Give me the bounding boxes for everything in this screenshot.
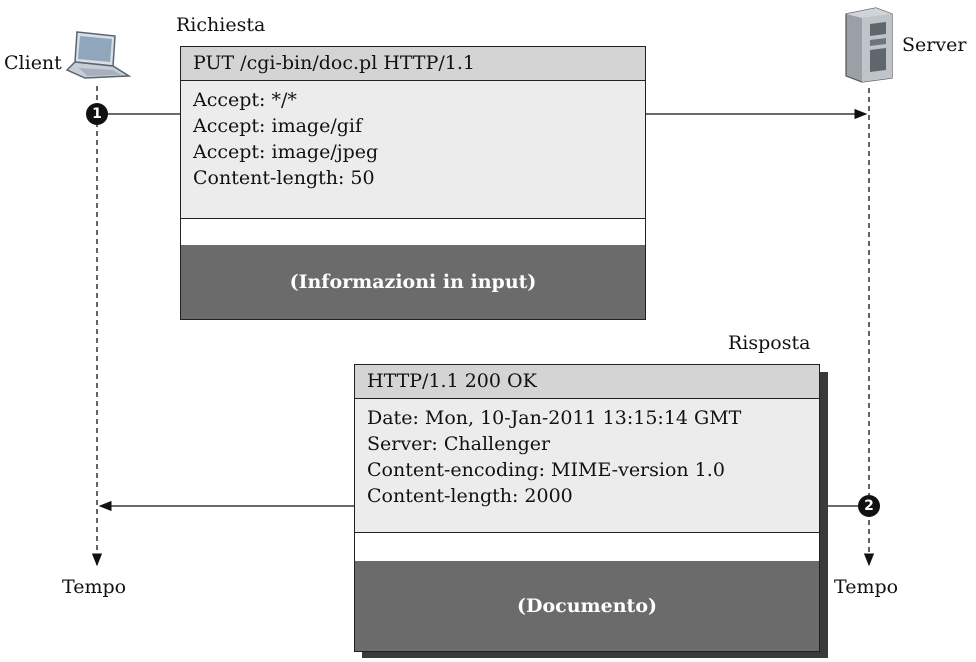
request-header: Accept: image/gif [193,115,362,137]
server-label: Server [902,34,967,56]
step-2-marker: 2 [858,495,880,517]
step-1-marker: 1 [86,103,108,125]
request-body: (Informazioni in input) [181,245,645,319]
laptop-icon [65,31,132,79]
request-headers: Accept: */* Accept: image/gif Accept: im… [181,81,645,191]
request-header: Accept: */* [193,89,297,111]
request-blank-line [181,218,645,246]
client-label: Client [4,52,62,74]
client-time-label: Tempo [62,576,127,598]
server-icon [845,7,893,83]
response-header: Server: Challenger [367,433,551,455]
request-message: PUT /cgi-bin/doc.pl HTTP/1.1 Accept: */*… [180,46,646,320]
response-header: Date: Mon, 10-Jan-2011 13:15:14 GMT [367,407,742,429]
response-header: Content-encoding: MIME-version 1.0 [367,459,725,481]
server-time-label: Tempo [834,576,899,598]
request-line: PUT /cgi-bin/doc.pl HTTP/1.1 [181,47,645,81]
response-headers: Date: Mon, 10-Jan-2011 13:15:14 GMT Serv… [355,399,819,509]
response-message: HTTP/1.1 200 OK Date: Mon, 10-Jan-2011 1… [354,364,820,652]
request-caption: Richiesta [176,14,266,36]
request-header: Accept: image/jpeg [193,141,379,163]
request-header: Content-length: 50 [193,167,375,189]
response-body: (Documento) [355,561,819,651]
status-line: HTTP/1.1 200 OK [355,365,819,399]
response-header: Content-length: 2000 [367,485,573,507]
response-caption: Risposta [728,332,811,354]
response-blank-line [355,532,819,562]
